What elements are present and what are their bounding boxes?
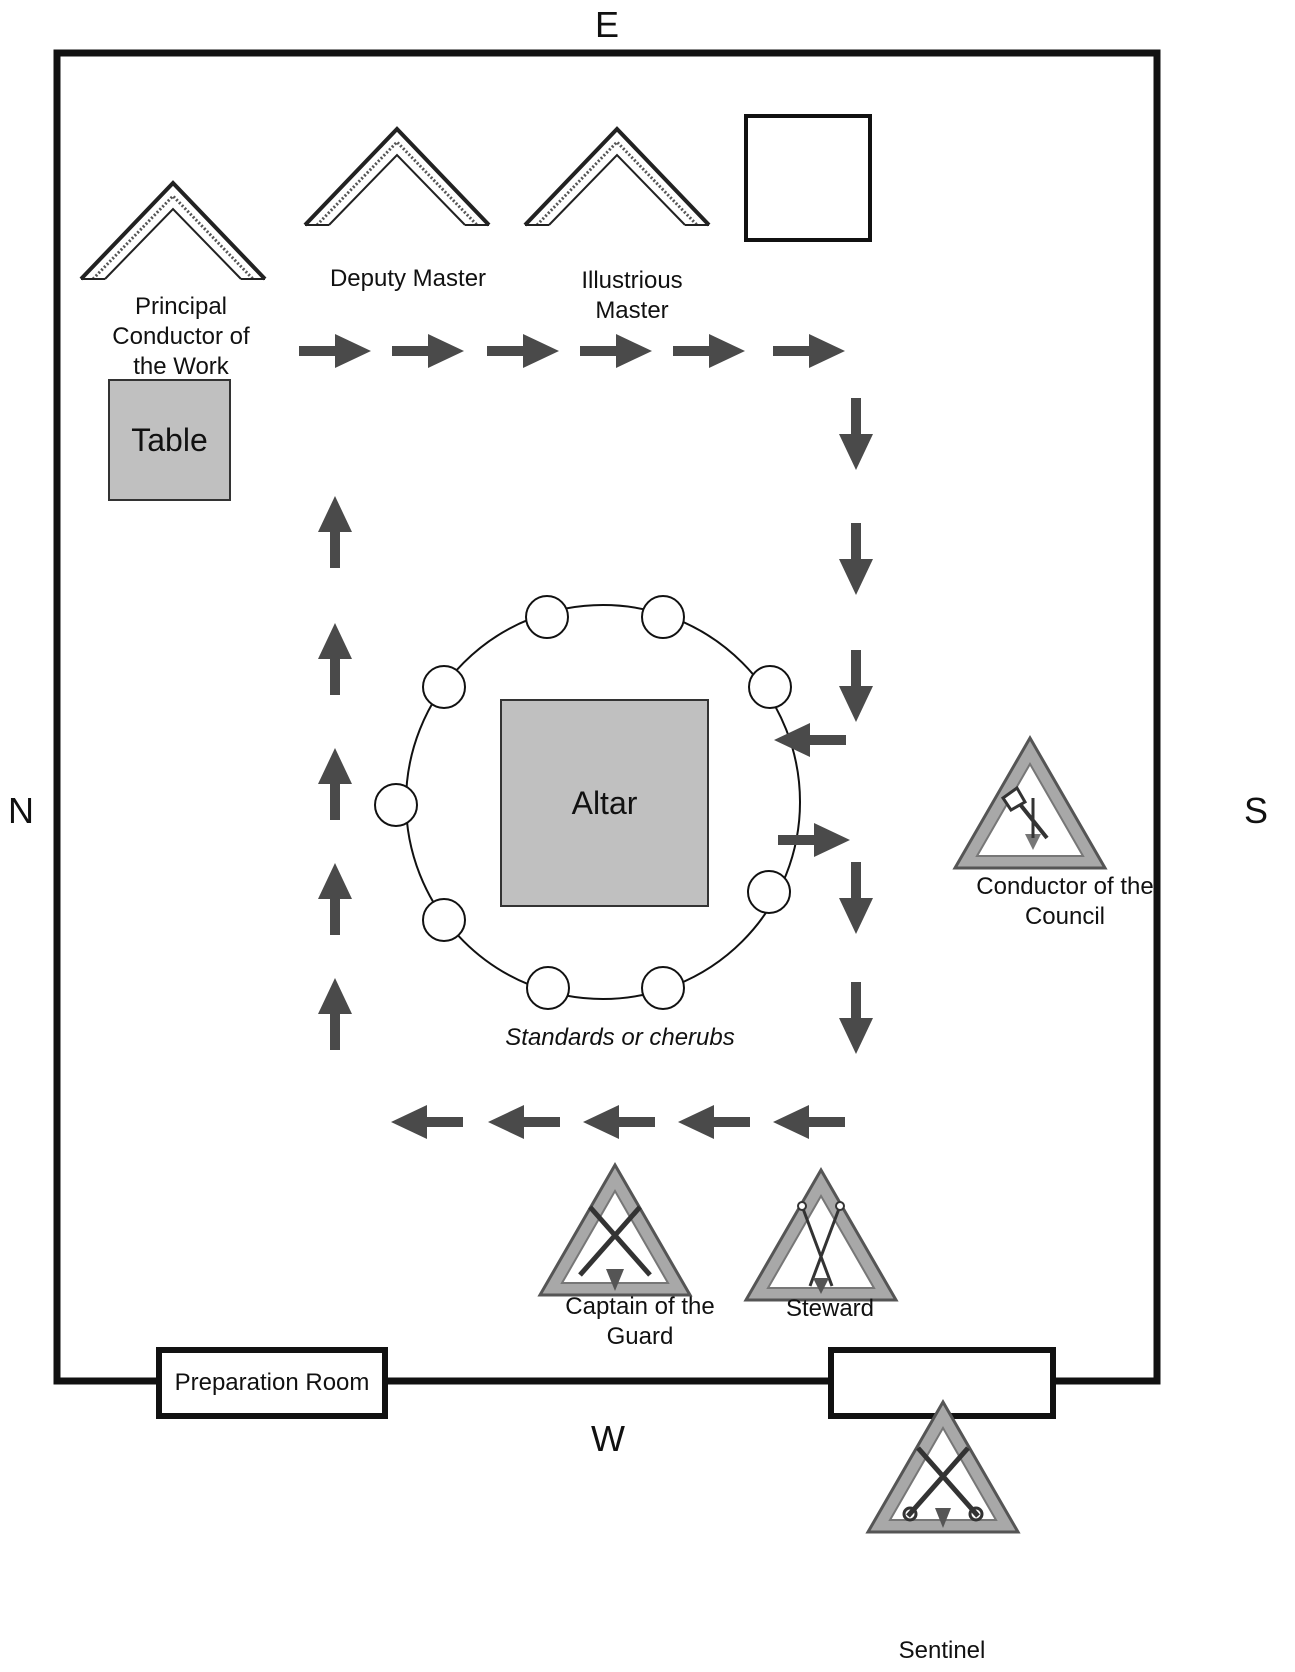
arrow-icon	[839, 982, 873, 1054]
table-shape	[108, 379, 231, 501]
arrow-icon	[299, 334, 371, 368]
steward-jewel-icon	[744, 1168, 898, 1302]
arrow-icon	[487, 334, 559, 368]
principal-conductor-label: Principal Conductor of the Work	[112, 293, 250, 380]
arrow-icon	[391, 1105, 463, 1139]
preparation-room-box	[156, 1347, 388, 1419]
square-jewel-icon	[303, 127, 491, 227]
arrow-icon	[488, 1105, 560, 1139]
square-jewel-icon	[79, 181, 267, 281]
table-label: Table	[131, 421, 208, 458]
arrow-icon	[773, 334, 845, 368]
arrow-icon	[839, 523, 873, 595]
captain-guard-label: Captain of the Guard	[565, 1293, 715, 1350]
arrow-icon	[839, 398, 873, 470]
square-jewel-icon	[523, 127, 711, 227]
conductor-council-jewel-icon	[953, 736, 1107, 870]
deputy-master-label: Deputy Master	[329, 265, 487, 292]
compass-south: S	[1244, 790, 1269, 831]
sentinel-label: Sentinel	[898, 1637, 986, 1664]
altar-label: Altar	[571, 784, 638, 821]
illustrious-master-label: Illustrious Master	[581, 267, 683, 324]
conductor-council-label: Conductor of the Council	[976, 873, 1154, 930]
arrow-icon	[839, 650, 873, 722]
arrow-icon	[318, 496, 352, 568]
arrow-icon	[673, 334, 745, 368]
arrow-icon	[678, 1105, 750, 1139]
compass-north: N	[8, 790, 34, 831]
arrow-icon	[392, 334, 464, 368]
compass-west: W	[591, 1418, 625, 1459]
sentinel-jewel-icon	[866, 1400, 1020, 1534]
arrow-icon	[318, 978, 352, 1050]
lodge-wall	[53, 49, 1161, 1385]
compass-east: E	[595, 4, 620, 45]
standard-circle-icon	[374, 595, 792, 1010]
empty-station-box	[744, 114, 872, 242]
altar-shape	[500, 699, 709, 907]
steward-label: Steward	[785, 1295, 875, 1322]
arrow-icon	[318, 623, 352, 695]
arrow-icon	[318, 863, 352, 935]
arrow-icon	[583, 1105, 655, 1139]
arrow-icon	[773, 1105, 845, 1139]
arrow-icon	[580, 334, 652, 368]
captain-guard-jewel-icon	[538, 1163, 692, 1297]
arrow-icon	[318, 748, 352, 820]
arrow-icon	[839, 862, 873, 934]
standards-caption: Standards or cherubs	[505, 1024, 735, 1051]
arrow-icon	[778, 823, 850, 857]
preparation-room-label: Preparation Room	[174, 1369, 370, 1396]
